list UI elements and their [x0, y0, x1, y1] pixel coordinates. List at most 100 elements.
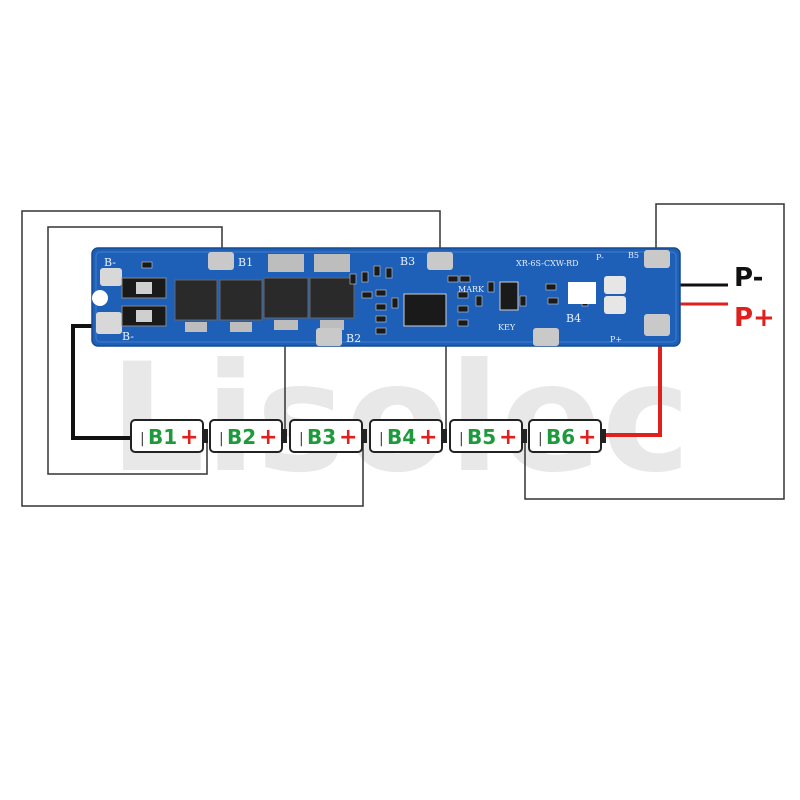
pad-p-plus — [604, 296, 626, 314]
cell-plus: + — [499, 425, 517, 450]
label-b5: B5 — [628, 251, 639, 260]
smd-12 — [447, 275, 459, 283]
smd-3 — [361, 271, 369, 283]
passive-components — [141, 261, 589, 335]
sense-resistor-2-mark — [136, 310, 152, 322]
battery-cell-b3: | B3 + — [289, 419, 367, 453]
battery-cell-b2: | B2 + — [209, 419, 287, 453]
battery-cell-b1: | B1 + — [130, 419, 208, 453]
mosfet-tab-2 — [314, 254, 350, 272]
wire-b1 — [47, 226, 223, 475]
smd-2 — [349, 273, 357, 285]
battery-cell-b5: | B5 + — [449, 419, 527, 453]
cell-label: B5 — [467, 425, 496, 449]
pcb-substrate — [91, 247, 681, 347]
label-b-minus-bottom: B- — [122, 330, 134, 343]
mosfet-group — [174, 254, 355, 332]
transistor — [499, 281, 519, 311]
cell-label: B1 — [148, 425, 177, 449]
smd-10 — [375, 327, 387, 335]
mosfet-tab-1 — [268, 254, 304, 272]
cell-label: B6 — [546, 425, 575, 449]
pad-b4 — [533, 328, 559, 346]
cell-minus-mark: | — [219, 431, 224, 447]
pad-b-plus — [644, 314, 670, 336]
cell-terminal — [442, 429, 447, 443]
mosfet-3 — [263, 277, 309, 319]
cell-label: B3 — [307, 425, 336, 449]
smd-5 — [385, 267, 393, 279]
smd-1 — [141, 261, 153, 269]
battery-cells: | B1 + | B2 + | B3 + | B4 + — [130, 419, 606, 453]
wire-b5 — [524, 203, 785, 500]
smd-13 — [459, 275, 471, 283]
pad-b5 — [644, 250, 670, 268]
cell-terminal — [203, 429, 208, 443]
sense-resistor-1-mark — [136, 282, 152, 294]
cell-plus: + — [419, 425, 437, 450]
cell-terminal — [362, 429, 367, 443]
label-p-plus-board: P+ — [610, 335, 622, 344]
cell-terminal — [522, 429, 527, 443]
output-label-p-plus: P+ — [734, 303, 775, 333]
pad-b2 — [316, 328, 342, 346]
cell-minus-mark: | — [299, 431, 304, 447]
pad-b-minus-a — [100, 268, 122, 286]
board-model-text: XR-6S-CXW-RD — [516, 259, 579, 268]
label-b-minus-top: B- — [104, 256, 116, 269]
smd-4 — [373, 265, 381, 277]
mosfet-leg-2 — [230, 322, 252, 332]
cell-plus: + — [578, 425, 596, 450]
smd-9 — [375, 315, 387, 323]
label-b1: B1 — [238, 256, 253, 269]
mosfet-leg-3 — [274, 320, 298, 330]
pad-b3 — [427, 252, 453, 270]
mount-hole — [92, 290, 108, 306]
smd-6 — [361, 291, 373, 299]
battery-cell-b4: | B4 + — [369, 419, 447, 453]
smd-18 — [487, 281, 495, 293]
cell-plus: + — [180, 425, 198, 450]
wire-b6-plus — [606, 332, 662, 437]
cell-plus: + — [339, 425, 357, 450]
smd-7 — [375, 289, 387, 297]
smd-15 — [457, 305, 469, 313]
pad-b1 — [208, 252, 234, 270]
pcb-board: B- B- B1 B2 B3 B4 B5 — [91, 247, 681, 347]
cell-label: B4 — [387, 425, 416, 449]
cell-label: B2 — [227, 425, 256, 449]
cell-terminal — [601, 429, 606, 443]
output-label-p-minus: P- — [734, 263, 763, 293]
smd-8 — [375, 303, 387, 311]
battery-cell-b6: | B6 + — [528, 419, 606, 453]
cell-plus: + — [259, 425, 277, 450]
label-key: KEY — [498, 323, 516, 332]
smd-16 — [457, 319, 469, 327]
mosfet-4 — [309, 277, 355, 319]
label-mark: MARK — [458, 285, 485, 294]
cell-minus-mark: | — [379, 431, 384, 447]
smd-20 — [545, 283, 557, 291]
smd-11 — [391, 297, 399, 309]
indicator-block — [568, 282, 596, 304]
label-b2: B2 — [346, 332, 361, 345]
label-p-minus-board: P- — [596, 253, 604, 262]
mosfet-leg-4 — [320, 320, 344, 330]
pad-p-minus — [604, 276, 626, 294]
smd-14 — [457, 291, 469, 299]
mosfet-leg-1 — [185, 322, 207, 332]
cell-minus-mark: | — [538, 431, 543, 447]
cell-minus-mark: | — [140, 431, 145, 447]
cell-minus-mark: | — [459, 431, 464, 447]
protection-ic — [403, 293, 447, 327]
cell-terminal — [282, 429, 287, 443]
wire-b3 — [21, 210, 441, 507]
label-b4: B4 — [566, 312, 581, 325]
smd-19 — [519, 295, 527, 307]
label-b3: B3 — [400, 255, 415, 268]
mosfet-1 — [174, 279, 218, 321]
smd-21 — [547, 297, 559, 305]
mosfet-2 — [219, 279, 263, 321]
wire-b-minus — [71, 324, 132, 440]
